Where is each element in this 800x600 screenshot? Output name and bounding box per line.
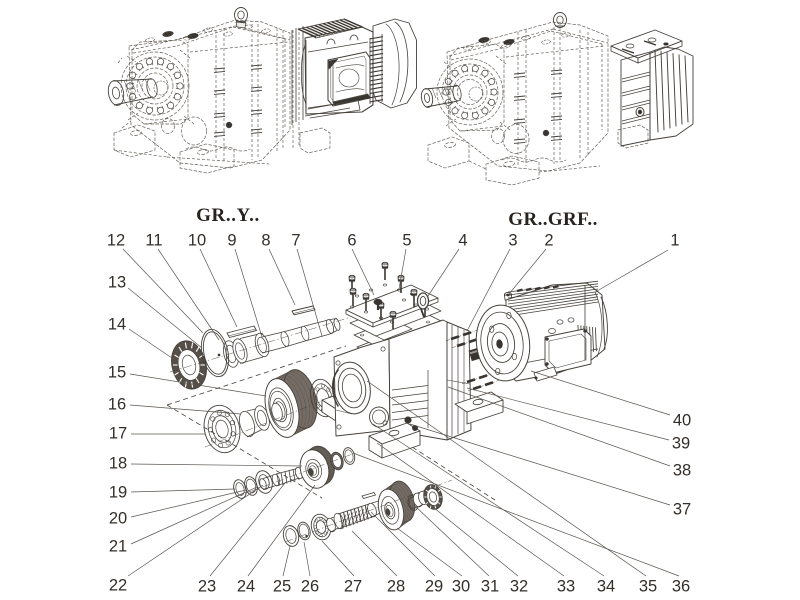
- svg-text:28: 28: [387, 578, 405, 596]
- svg-text:9: 9: [227, 232, 236, 250]
- svg-text:29: 29: [425, 578, 443, 596]
- svg-text:10: 10: [188, 232, 206, 250]
- svg-text:5: 5: [402, 232, 411, 250]
- svg-text:13: 13: [108, 274, 126, 292]
- svg-text:33: 33: [557, 578, 575, 596]
- svg-text:40: 40: [673, 412, 691, 430]
- svg-text:7: 7: [291, 232, 300, 250]
- svg-text:3: 3: [508, 232, 517, 250]
- svg-text:11: 11: [145, 232, 162, 250]
- svg-text:GR..GRF..: GR..GRF..: [508, 209, 597, 230]
- svg-text:38: 38: [673, 462, 691, 480]
- svg-text:16: 16: [108, 396, 126, 414]
- svg-text:24: 24: [237, 578, 255, 596]
- svg-text:39: 39: [672, 435, 690, 453]
- svg-text:30: 30: [452, 578, 470, 596]
- svg-text:37: 37: [673, 501, 691, 519]
- svg-text:6: 6: [347, 232, 356, 250]
- svg-text:23: 23: [198, 578, 216, 596]
- svg-text:4: 4: [458, 232, 467, 250]
- svg-text:2: 2: [544, 232, 553, 250]
- svg-text:19: 19: [109, 484, 127, 502]
- svg-text:GR..Y..: GR..Y..: [196, 205, 260, 226]
- svg-text:8: 8: [261, 232, 270, 250]
- svg-text:27: 27: [344, 578, 362, 596]
- svg-text:36: 36: [672, 578, 690, 596]
- svg-text:1: 1: [670, 232, 679, 250]
- svg-text:26: 26: [301, 578, 319, 596]
- svg-text:35: 35: [639, 578, 657, 596]
- svg-text:21: 21: [109, 538, 127, 556]
- svg-text:18: 18: [109, 455, 127, 473]
- svg-text:31: 31: [481, 578, 499, 596]
- svg-text:25: 25: [273, 578, 291, 596]
- svg-text:15: 15: [108, 364, 126, 382]
- svg-text:22: 22: [109, 577, 127, 595]
- svg-text:32: 32: [510, 578, 528, 596]
- svg-text:14: 14: [108, 316, 126, 334]
- svg-text:34: 34: [597, 578, 615, 596]
- svg-text:20: 20: [109, 510, 127, 528]
- svg-text:12: 12: [107, 232, 125, 250]
- svg-text:17: 17: [109, 425, 127, 443]
